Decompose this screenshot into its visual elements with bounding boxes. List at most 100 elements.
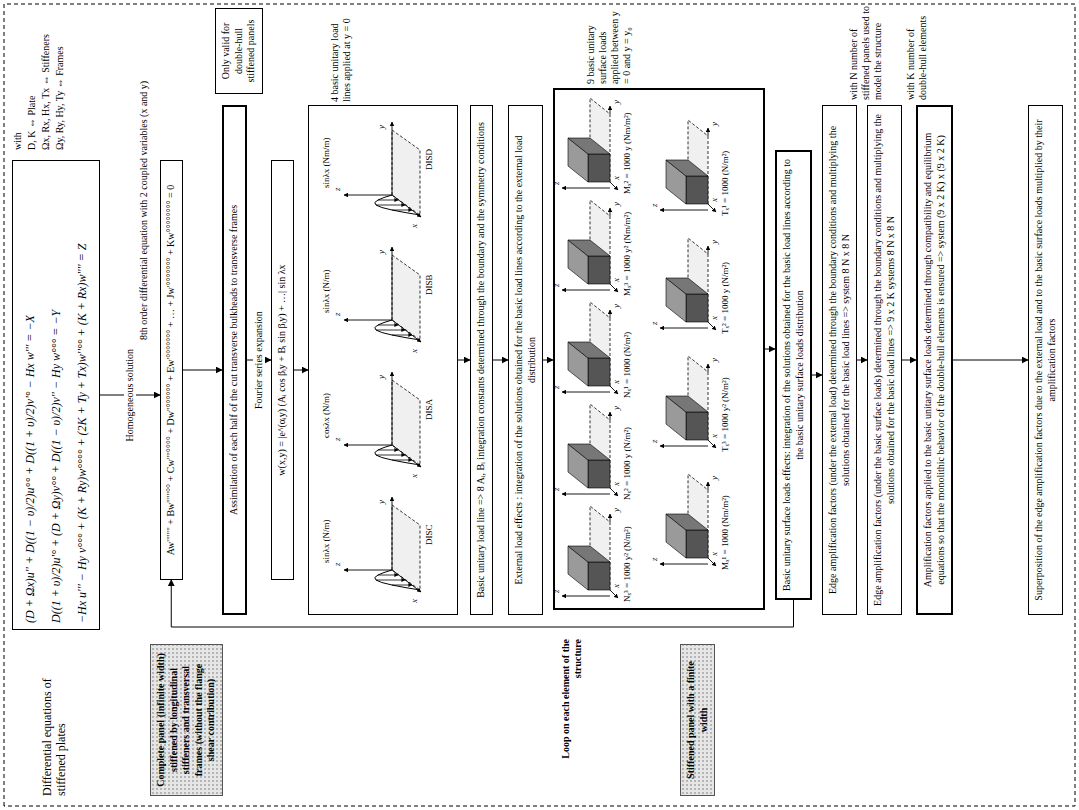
process-box: Edge amplification factors (under the ex… <box>822 105 857 615</box>
edge-label: Loop on each element of the structure <box>560 637 584 797</box>
axis-label: y <box>611 402 622 410</box>
box-text: Basic unitary surface loads effects: int… <box>781 158 806 592</box>
figure-label: DISA <box>424 368 435 420</box>
figure-label: DISD <box>424 118 435 170</box>
axis-label: y <box>709 472 720 480</box>
load-line-figure <box>344 372 421 467</box>
box-text: Edge amplification factors (under the ba… <box>872 112 897 608</box>
equation-box: (D + Ωx)u'' + D((1 − υ)/2)u°° + D((1 + υ… <box>12 160 100 630</box>
load-label: sinλx (N/m) <box>321 491 332 563</box>
process-box: w(x,y) = |e^(αᵢy) (Aᵢ cos βᵢy + Bᵢ sin β… <box>271 160 294 580</box>
process-box: Superposition of the edge amplification … <box>1028 105 1063 615</box>
axis-label: z <box>649 553 660 561</box>
axis-label: y <box>376 370 387 379</box>
axis-label: z <box>332 307 343 316</box>
box-text: Assimilation of each half of the cut tra… <box>228 113 241 607</box>
figure-panel: 9 basic unitary surface loads applied be… <box>553 88 765 610</box>
note-text: with N number of stiffened panels used t… <box>848 4 884 100</box>
section-box: Complete panel (infinite width) stiffene… <box>150 644 223 796</box>
axis-label: y <box>611 96 622 104</box>
section-label: Differential equations of stiffened plat… <box>40 636 69 796</box>
process-box: Amplification factors applied to the bas… <box>916 105 953 615</box>
axis-label: z <box>551 279 562 287</box>
edge-label: Homogeneous solution <box>124 347 136 444</box>
axis-label: z <box>649 435 660 443</box>
process-box: Basic unitary load line => 8 Aᵢ, Bᵢ inte… <box>470 105 493 615</box>
load-formula: Nₓ² = 1000 y (N/m²) <box>622 400 633 500</box>
note-text: with K number of double-hull elements <box>905 4 929 100</box>
process-box: Edge amplification factors (under the ba… <box>867 105 902 615</box>
surface-load-figure <box>562 302 618 394</box>
axis-label: y <box>611 300 622 308</box>
figure-label: DISC <box>424 493 435 545</box>
note-text: D, K ⇔ Plate <box>26 4 38 150</box>
surface-load-figure <box>562 506 618 598</box>
surface-load-figure <box>660 238 716 330</box>
surface-load-figure <box>562 98 618 190</box>
panel-heading: 4 basic unitary load lines applied at y … <box>329 10 353 102</box>
axis-label: z <box>332 182 343 191</box>
box-text: External load effects : integration of t… <box>513 112 538 608</box>
section-box: Stiffened panel with a finite width <box>680 644 715 796</box>
note-text: 8th order differential equation with 2 c… <box>138 10 150 340</box>
figure-label: DISB <box>424 243 435 295</box>
surface-load-figure <box>660 356 716 448</box>
connector <box>857 360 867 361</box>
axis-label: z <box>332 557 343 566</box>
axis-label: y <box>709 236 720 244</box>
note-text: Ωx, Rx, Hx, Tx ⇔ Stiffeners <box>40 4 52 150</box>
load-formula: Mₓ³ = 1000 y² (Nm/m²) <box>622 196 633 296</box>
box-text: Edge amplification factors (under the ex… <box>827 112 852 608</box>
edge-label: Fourier series expansion <box>253 309 265 411</box>
axis-label: x <box>611 274 622 282</box>
outer-border <box>4 4 1075 806</box>
axis-label: y <box>376 495 387 504</box>
box-text: Superposition of the edge amplification … <box>1033 112 1058 608</box>
load-formula: Tₓ³ = 1000 y² (N/m²) <box>720 352 731 452</box>
connector <box>812 375 822 376</box>
axis-label: z <box>649 317 660 325</box>
box-text: Complete panel (infinite width) stiffene… <box>155 651 218 789</box>
note-text: with <box>12 4 24 150</box>
note-box: Only valid for double-hull stiffened pan… <box>215 8 263 94</box>
load-line-figure <box>344 497 421 592</box>
surface-load-figure <box>660 120 716 212</box>
axis-label: x <box>611 580 622 588</box>
axis-label: x <box>409 594 420 603</box>
load-line-figure <box>344 247 421 342</box>
process-box: Aw'''''''' + Bw''''''°° + Cw''''°°°° + D… <box>160 160 183 580</box>
surface-load-figure <box>562 404 618 496</box>
load-formula: Nₓ³ = 1000 y² (N/m²) <box>622 502 633 602</box>
process-box: External load effects : integration of t… <box>508 105 543 615</box>
axis-label: z <box>551 483 562 491</box>
axis-label: x <box>709 194 720 202</box>
box-text: Only valid for double-hull stiffened pan… <box>220 15 258 87</box>
box-text: Basic unitary load line => 8 Aᵢ, Bᵢ inte… <box>475 112 488 608</box>
box-text: (D + Ωx)u'' + D((1 − υ)/2)u°° + D((1 + υ… <box>17 167 43 623</box>
axis-label: x <box>611 478 622 486</box>
axis-label: y <box>376 120 387 129</box>
axis-label: x <box>409 219 420 228</box>
axis-label: y <box>376 245 387 254</box>
axis-label: z <box>551 381 562 389</box>
axis-label: z <box>551 177 562 185</box>
axis-label: x <box>611 376 622 384</box>
note-text: Ωy, Ry, Hy, Ty ⇔ Frames <box>54 4 66 150</box>
axis-label: x <box>709 430 720 438</box>
box-text: w(x,y) = |e^(αᵢy) (Aᵢ cos βᵢy + Bᵢ sin β… <box>276 167 289 573</box>
connector <box>183 370 223 371</box>
load-label: sinλx (N/m) <box>321 241 332 313</box>
connector <box>765 349 775 350</box>
axis-label: y <box>709 354 720 362</box>
box-text: D((1 + υ)/2)u'° + (D + Ωy)v°° + D((1 − υ… <box>43 167 69 623</box>
axis-label: y <box>709 118 720 126</box>
axis-label: y <box>611 198 622 206</box>
connector <box>294 370 309 371</box>
surface-load-figure <box>562 200 618 292</box>
axis-label: z <box>551 585 562 593</box>
load-formula: Nₓ¹ = 1000 (N/m²) <box>622 298 633 398</box>
axis-label: z <box>649 199 660 207</box>
connector <box>493 360 509 361</box>
load-line-figure <box>344 122 421 217</box>
